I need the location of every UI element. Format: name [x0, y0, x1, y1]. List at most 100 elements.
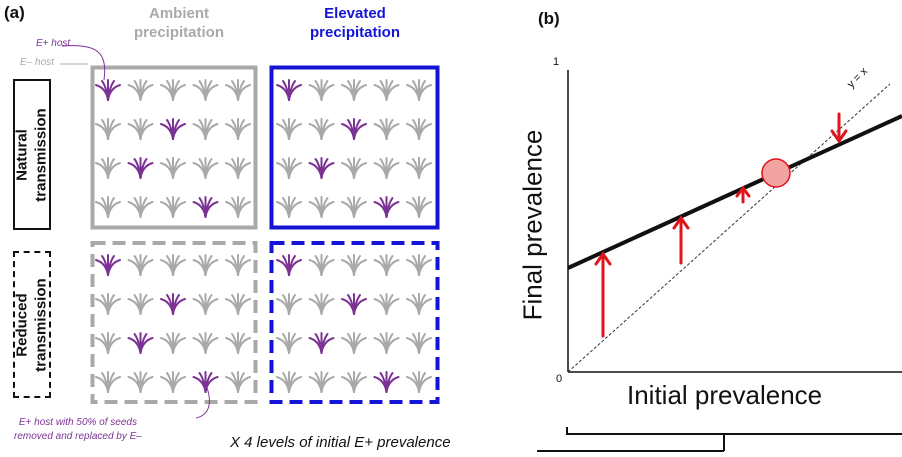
natural-row-line2: transmission: [33, 107, 50, 202]
uninfected-plant-icon: [95, 157, 121, 179]
infected-plant-icon: [95, 254, 121, 276]
infected-plant-icon: [160, 118, 186, 140]
uninfected-plant-icon: [308, 79, 335, 101]
uninfected-plant-icon: [341, 254, 367, 276]
uninfected-plant-icon: [373, 118, 400, 140]
uninfected-plant-icon: [127, 79, 154, 101]
uninfected-plant-icon: [406, 79, 432, 101]
ambient-heading-line1: Ambient: [149, 5, 209, 22]
uninfected-plant-icon: [225, 293, 251, 315]
uninfected-plant-icon: [127, 118, 154, 140]
infected-plant-icon: [341, 293, 367, 315]
red-arrow-icon: [735, 185, 751, 204]
uninfected-plant-icon: [373, 254, 400, 276]
uninfected-plant-icon: [160, 332, 186, 354]
y-max-label: 1: [553, 56, 560, 68]
identity-line: [567, 83, 891, 373]
uninfected-plant-icon: [373, 293, 400, 315]
equilibrium-point-icon: [761, 158, 791, 188]
infected-plant-icon: [276, 254, 302, 276]
uninfected-plant-icon: [406, 254, 432, 276]
infected-plant-icon: [127, 332, 154, 354]
uninfected-plant-icon: [160, 196, 186, 218]
uninfected-plant-icon: [160, 157, 186, 179]
uninfected-plant-icon: [192, 157, 219, 179]
uninfected-plant-icon: [127, 371, 154, 393]
ambient-heading-line2: precipitation: [133, 24, 224, 41]
uninfected-plant-icon: [308, 118, 335, 140]
uninfected-plant-icon: [95, 118, 121, 140]
natural-transmission-row-label: Natural transmission: [13, 79, 51, 230]
uninfected-plant-icon: [192, 332, 219, 354]
uninfected-plant-icon: [276, 371, 302, 393]
red-arrow-icon: [594, 251, 612, 338]
uninfected-plant-icon: [308, 254, 335, 276]
uninfected-plant-icon: [341, 196, 367, 218]
e-minus-host-callout: E– host: [20, 57, 54, 68]
uninfected-plant-icon: [95, 332, 121, 354]
infected-plant-icon: [308, 332, 335, 354]
infected-plant-icon: [192, 196, 219, 218]
y-axis-title: Final prevalence: [517, 129, 548, 321]
uninfected-plant-icon: [406, 118, 432, 140]
elevated-heading-line1: Elevated: [324, 5, 386, 22]
panel-b-label: (b): [538, 9, 560, 28]
ambient-reduced-quadrant: [90, 241, 258, 404]
infected-plant-icon: [308, 157, 335, 179]
uninfected-plant-icon: [308, 293, 335, 315]
uninfected-plant-icon: [127, 254, 154, 276]
red-arrow-icon: [672, 215, 690, 265]
ambient-natural-quadrant: [90, 65, 258, 230]
footer-bracket: [537, 427, 902, 452]
infected-plant-icon: [127, 157, 154, 179]
panel-a-label: (a): [4, 3, 25, 22]
uninfected-plant-icon: [276, 293, 302, 315]
uninfected-plant-icon: [225, 157, 251, 179]
uninfected-plant-icon: [225, 118, 251, 140]
uninfected-plant-icon: [406, 196, 432, 218]
infected-plant-icon: [276, 79, 302, 101]
uninfected-plant-icon: [95, 196, 121, 218]
infected-plant-icon: [373, 371, 400, 393]
e-plus-leader-line: [61, 45, 106, 81]
red-arrow-icon: [830, 112, 848, 144]
elevated-column-heading: Elevated precipitation: [270, 4, 440, 42]
uninfected-plant-icon: [192, 118, 219, 140]
uninfected-plant-icon: [341, 157, 367, 179]
uninfected-plant-icon: [192, 293, 219, 315]
reduced-row-line1: Reduced: [14, 292, 31, 357]
uninfected-plant-icon: [160, 254, 186, 276]
x-axis-title: Initial prevalence: [627, 380, 823, 410]
uninfected-plant-icon: [127, 196, 154, 218]
prevalence-levels-footer: X 4 levels of initial E+ prevalence: [230, 434, 451, 451]
identity-line-label: y = x: [845, 65, 871, 91]
reduced-host-callout-line2: removed and replaced by E–: [14, 431, 142, 442]
uninfected-plant-icon: [225, 79, 251, 101]
uninfected-plant-icon: [373, 332, 400, 354]
uninfected-plant-icon: [225, 332, 251, 354]
final-prevalence-line: [567, 114, 902, 270]
uninfected-plant-icon: [373, 157, 400, 179]
uninfected-plant-icon: [276, 332, 302, 354]
infected-plant-icon: [95, 79, 121, 101]
uninfected-plant-icon: [406, 293, 432, 315]
reduced-host-leader-line: [195, 384, 210, 419]
uninfected-plant-icon: [373, 79, 400, 101]
uninfected-plant-icon: [127, 293, 154, 315]
reduced-host-callout: E+ host with 50% of seeds removed and re…: [14, 416, 142, 444]
uninfected-plant-icon: [192, 79, 219, 101]
uninfected-plant-icon: [406, 332, 432, 354]
uninfected-plant-icon: [95, 371, 121, 393]
uninfected-plant-icon: [225, 254, 251, 276]
ambient-column-heading: Ambient precipitation: [96, 4, 262, 42]
uninfected-plant-icon: [276, 196, 302, 218]
elevated-heading-line2: precipitation: [309, 24, 400, 41]
reduced-host-callout-line1: E+ host with 50% of seeds: [18, 417, 137, 428]
uninfected-plant-icon: [225, 371, 251, 393]
natural-row-line1: Natural: [14, 128, 31, 181]
origin-label: 0: [556, 373, 563, 385]
elevated-reduced-quadrant: [269, 241, 440, 404]
uninfected-plant-icon: [406, 157, 432, 179]
infected-plant-icon: [341, 118, 367, 140]
infected-plant-icon: [373, 196, 400, 218]
